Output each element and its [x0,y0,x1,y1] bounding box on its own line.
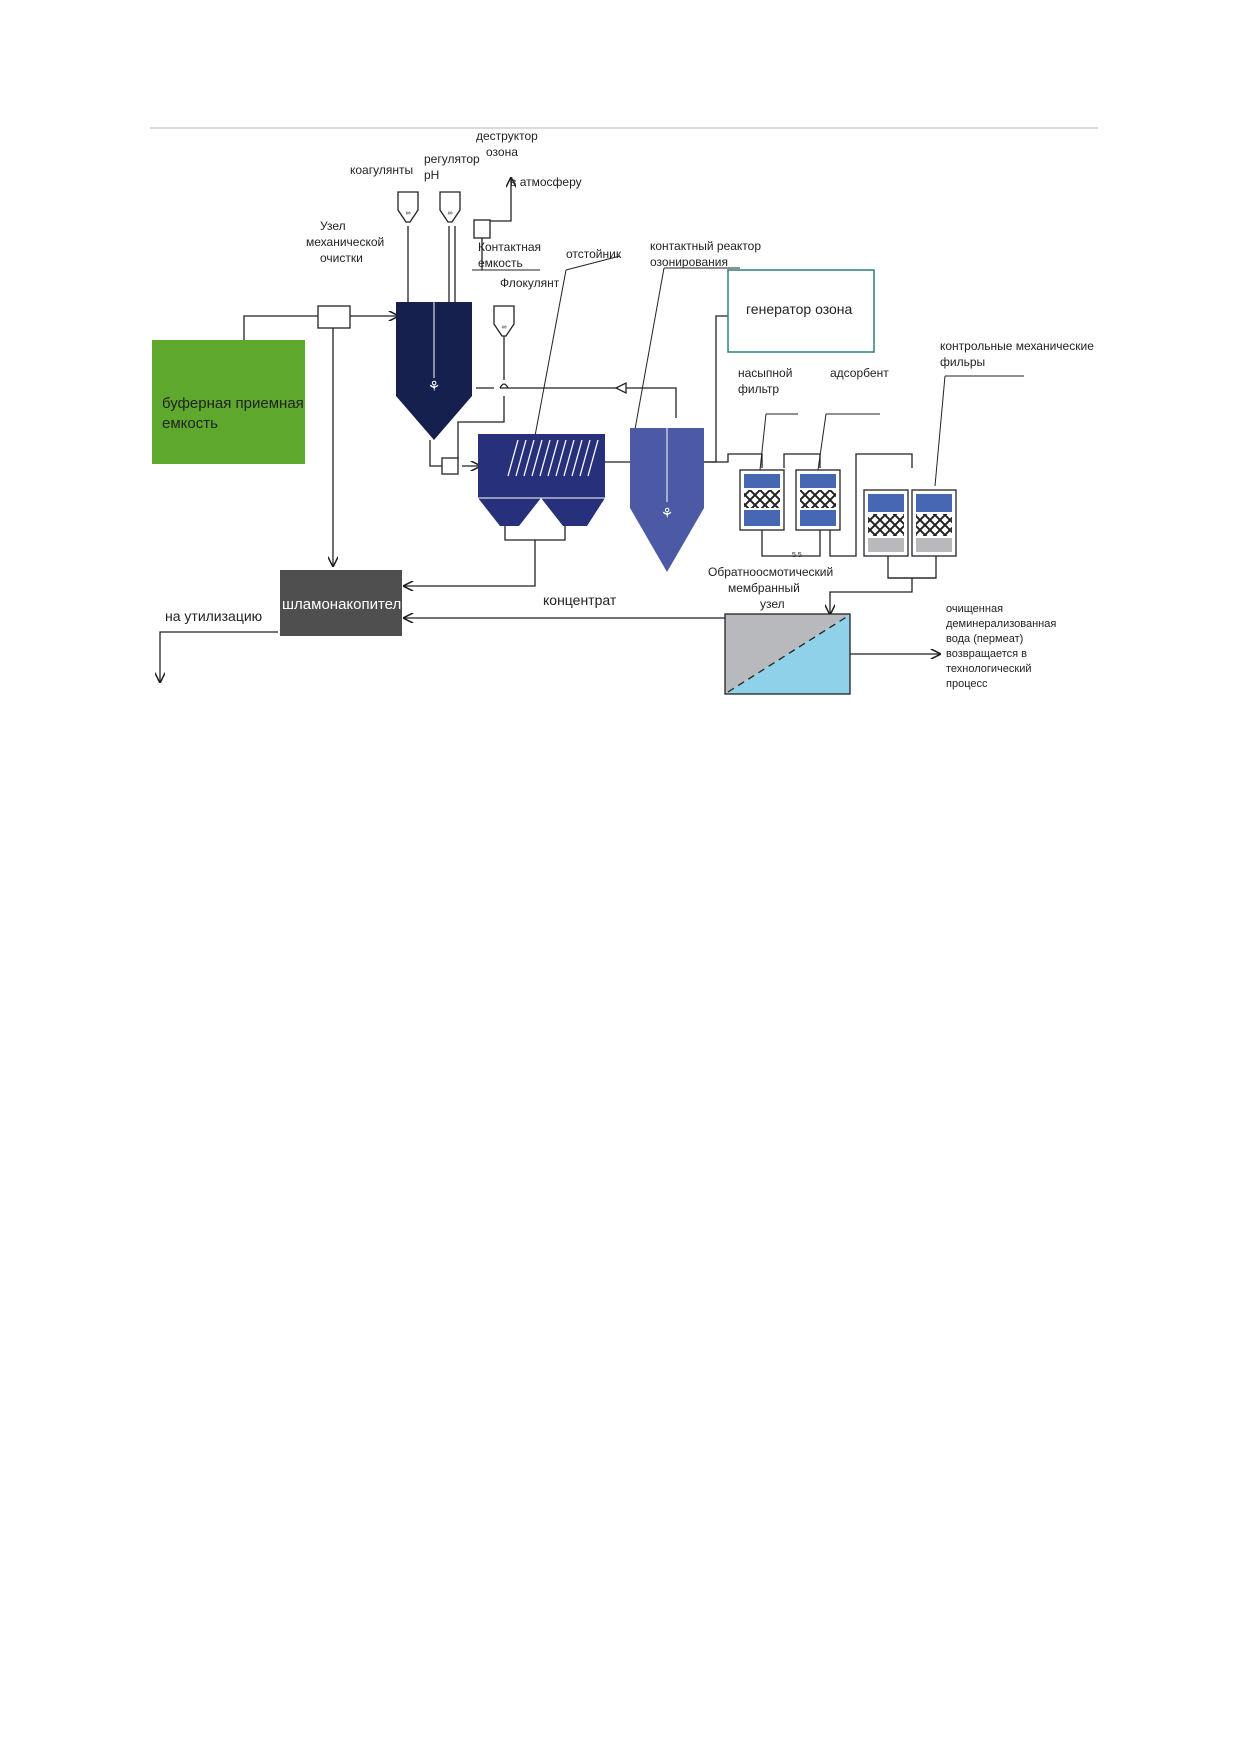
label-permeate-1: очищенная [946,603,1003,615]
label-control-1: контрольные механические [940,339,1094,353]
label-control-2: фильры [940,355,985,369]
label-disposal: на утилизацию [165,608,262,624]
ozonation-reactor: ⚘ [630,428,704,572]
svg-text:∞: ∞ [448,210,453,217]
label-concentrate: концентрат [543,592,617,608]
svg-text:⚘: ⚘ [428,378,441,394]
adsorbent-filter [795,469,841,531]
label-adsorbent: адсорбент [830,366,889,380]
label-permeate-6: процесс [946,678,988,690]
contact-tank: ⚘ [396,302,472,440]
label-bulk-2: фильтр [738,382,779,396]
label-mech-1: Узел [320,219,346,233]
label-mech-2: механической [306,235,384,249]
label-reactor-1: контактный реактор [650,239,761,253]
labels: деструктор озона коагулянты регулятор pH… [165,129,1094,690]
label-permeate-3: вода (пермеат) [946,633,1023,645]
label-destructor-2: озона [486,145,518,159]
mixer-node [441,457,459,475]
sludge-collector-label: шламонакопитель [282,596,409,613]
pipes [160,178,940,682]
label-reactor-2: озонирования [650,255,728,269]
ozone-destructor [473,219,491,239]
label-permeate-2: деминерализованная [946,618,1056,630]
svg-text:∞: ∞ [502,324,507,331]
label-permeate-5: технологический [946,663,1032,675]
flocculant-hopper: ∞ [493,305,515,337]
svg-text:∞: ∞ [406,210,411,217]
mechanical-cleaning-node [317,305,351,329]
ozone-generator-label: генератор озона [746,301,852,317]
buffer-tank [152,340,305,464]
leader-lines [472,255,1024,487]
control-filter-2 [911,489,957,557]
buffer-tank-label-1: буферная приемная [162,395,304,412]
ro-membrane-unit [724,613,851,695]
label-ph-1: регулятор [424,152,480,166]
label-ro-2: мембранный [728,581,800,595]
settler-tank [478,434,605,526]
label-contact-1: Контактная [478,240,541,254]
ozone-generator [727,269,875,353]
label-ph-2: pH [424,168,439,182]
label-atmosphere: в атмосферу [510,175,582,189]
buffer-tank-label-2: емкость [162,415,218,432]
label-destructor-1: деструктор [476,129,538,143]
svg-text:5 5: 5 5 [792,552,802,559]
label-flocculant: Флокулянт [500,276,560,290]
label-bulk-1: насыпной [738,366,792,380]
label-permeate-4: возвращается в [946,648,1027,660]
label-mech-3: очистки [320,251,363,265]
ph-regulator-hopper: ∞ [439,191,461,223]
bulk-filter [739,469,785,531]
control-filter-1 [863,489,909,557]
svg-text:⚘: ⚘ [661,505,674,521]
coagulant-hopper: ∞ [397,191,419,223]
label-contact-2: емкость [478,256,523,270]
sludge-collector [280,570,402,636]
label-coagulants: коагулянты [350,163,413,177]
label-ro-3: узел [760,597,785,611]
label-settler: отстойник [566,247,622,261]
label-ro-1: Обратноосмотический [708,565,833,579]
